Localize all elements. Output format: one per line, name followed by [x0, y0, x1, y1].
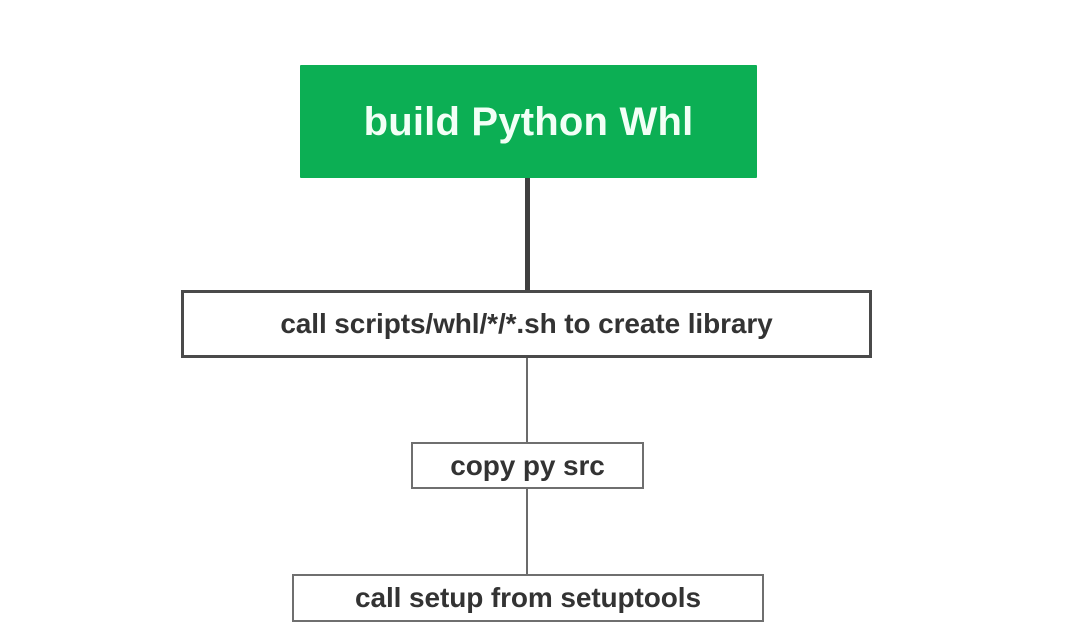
edge-build-to-call-scripts: [525, 176, 530, 292]
node-call-scripts-label: call scripts/whl/*/*.sh to create librar…: [280, 308, 773, 339]
node-copy-py-src-label: copy py src: [450, 449, 605, 481]
node-build-python-whl[interactable]: build Python Whl: [300, 65, 757, 178]
node-copy-py-src[interactable]: copy py src: [411, 442, 644, 489]
node-call-scripts[interactable]: call scripts/whl/*/*.sh to create librar…: [181, 290, 872, 358]
node-build-python-whl-label: build Python Whl: [363, 99, 694, 144]
edge-call-scripts-to-copy-py-src: [526, 356, 528, 444]
node-call-setup[interactable]: call setup from setuptools: [292, 574, 764, 622]
node-call-setup-label: call setup from setuptools: [355, 582, 701, 613]
edge-copy-py-src-to-call-setup: [526, 487, 528, 576]
